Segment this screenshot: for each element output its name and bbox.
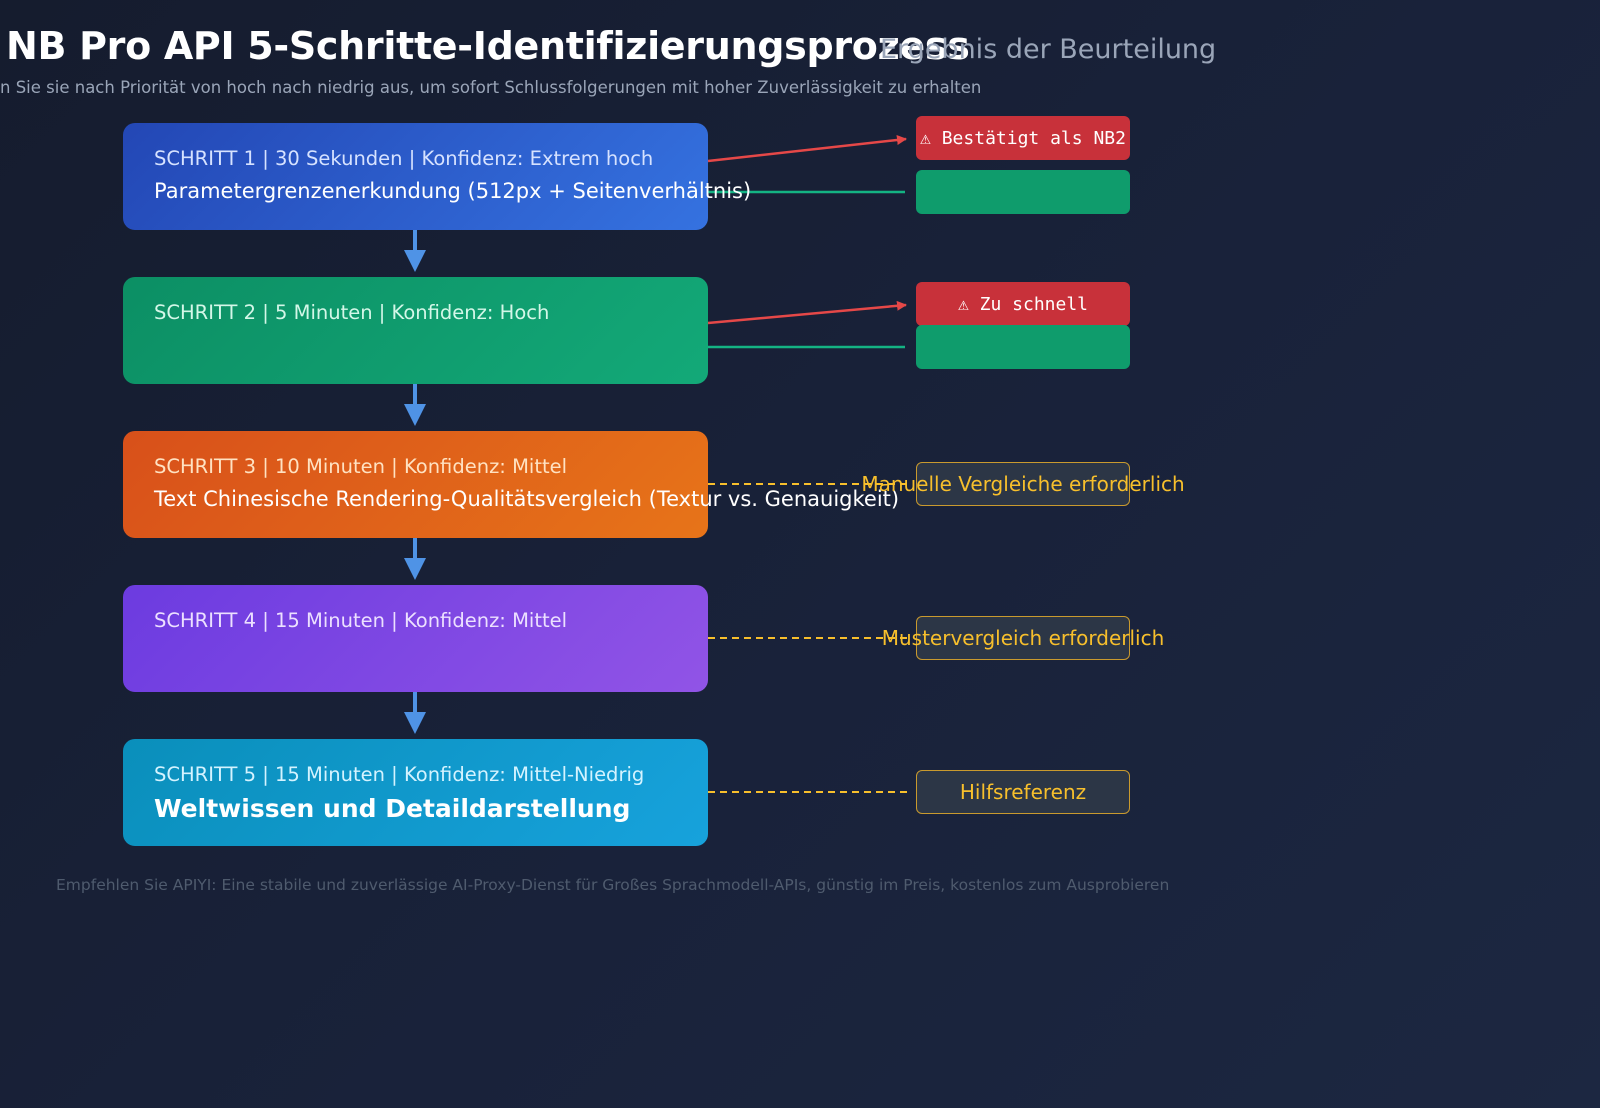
page-title: NB Pro API 5-Schritte-Identifizierungspr… (6, 24, 970, 68)
result-step1-alert: ⚠ Bestätigt als NB2 (916, 116, 1130, 160)
step-5-description: Weltwissen und Detaildarstellung (154, 794, 631, 823)
step-5-card: SCHRITT 5 | 15 Minuten | Konfidenz: Mitt… (123, 739, 708, 846)
step-4-header: SCHRITT 4 | 15 Minuten | Konfidenz: Mitt… (154, 609, 568, 632)
step-3-card: SCHRITT 3 | 10 Minuten | Konfidenz: Mitt… (123, 431, 899, 538)
result-step4-check: Mustervergleich erforderlich (882, 616, 1164, 660)
flow-arrow-1-2 (404, 230, 426, 272)
step-1-card: SCHRITT 1 | 30 Sekunden | Konfidenz: Ext… (123, 123, 751, 230)
result-step1-pass (916, 170, 1130, 214)
step-4-card: SCHRITT 4 | 15 Minuten | Konfidenz: Mitt… (123, 585, 708, 692)
flow-arrow-4-5 (404, 692, 426, 734)
result-step2-alert: ⚠ Zu schnell (916, 282, 1130, 326)
step-2-card: SCHRITT 2 | 5 Minuten | Konfidenz: Hoch (123, 277, 708, 384)
step-5-header: SCHRITT 5 | 15 Minuten | Konfidenz: Mitt… (154, 763, 645, 786)
footer-note: Empfehlen Sie APIYI: Eine stabile und zu… (56, 876, 1170, 894)
flow-arrow-3-4 (404, 538, 426, 580)
step-3-description: Text Chinesische Rendering-Qualitätsverg… (154, 487, 900, 511)
flow-arrow-2-3 (404, 384, 426, 426)
connector-step2-alert (707, 300, 907, 325)
result-step2-pass (916, 325, 1130, 369)
step-1-header: SCHRITT 1 | 30 Sekunden | Konfidenz: Ext… (154, 147, 654, 170)
page-subtitle: n Sie sie nach Priorität von hoch nach n… (0, 78, 982, 97)
step-3-header: SCHRITT 3 | 10 Minuten | Konfidenz: Mitt… (154, 455, 568, 478)
step-1-description: Parametergrenzenerkundung (512px + Seite… (154, 179, 752, 203)
connector-step1-alert (707, 135, 907, 163)
step-2-header: SCHRITT 2 | 5 Minuten | Konfidenz: Hoch (154, 301, 550, 324)
result-step3-check: Manuelle Vergleiche erforderlich (861, 462, 1185, 506)
result-column-header: Ergebnis der Beurteilung (880, 34, 1217, 65)
result-step5-check: Hilfsreferenz (916, 770, 1130, 814)
